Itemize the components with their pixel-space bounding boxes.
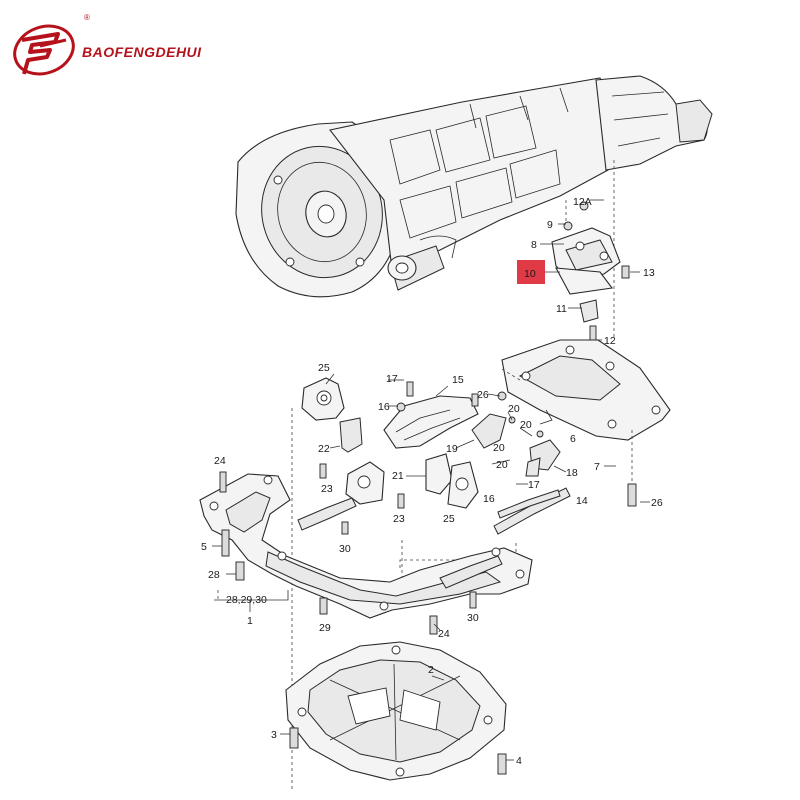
front-subframe [199, 471, 571, 635]
label-10: 10 [524, 268, 536, 280]
gearbox-crossmember [499, 339, 671, 507]
brand-name: BAOFENGDEHUI [82, 44, 202, 60]
callout-labels: 12A 9 8 10 13 11 12 25 17 15 26 16 20 22… [201, 196, 663, 767]
label-20-d: 20 [496, 459, 508, 471]
label-15: 15 [452, 374, 464, 386]
label-28-29-30: 28,29,30 [226, 594, 267, 606]
label-20-a: 20 [508, 403, 520, 415]
label-30-upper: 30 [339, 543, 351, 555]
label-17-lower: 17 [528, 479, 540, 491]
highlight-box-10 [517, 260, 545, 284]
label-1: 1 [247, 615, 253, 627]
label-22: 22 [318, 443, 330, 455]
label-24-upper: 24 [214, 455, 226, 467]
label-26-upper: 26 [477, 389, 489, 401]
label-17-upper: 17 [386, 373, 398, 385]
label-23-lower: 23 [393, 513, 405, 525]
label-2: 2 [428, 664, 434, 676]
registered-mark: ® [84, 13, 90, 22]
label-12: 12 [604, 335, 616, 347]
label-21: 21 [392, 470, 404, 482]
label-20-b: 20 [520, 419, 532, 431]
label-18: 18 [566, 467, 578, 479]
label-6: 6 [570, 433, 576, 445]
label-24-lower: 24 [438, 628, 450, 640]
label-3: 3 [271, 729, 277, 741]
label-29: 29 [319, 622, 331, 634]
label-16-lower: 16 [483, 493, 495, 505]
label-14: 14 [576, 495, 588, 507]
label-30-lower: 30 [467, 612, 479, 624]
label-28: 28 [208, 569, 220, 581]
label-25-upper: 25 [318, 362, 330, 374]
label-8: 8 [531, 239, 537, 251]
brand-logo: BF BAOFENGDEHUI ® [0, 0, 202, 76]
label-5: 5 [201, 541, 207, 553]
label-13: 13 [643, 267, 655, 279]
brand-logo-letters: BF [0, 0, 2, 1]
label-4: 4 [516, 755, 522, 767]
label-12a: 12A [573, 196, 592, 208]
engine-mount-brackets [301, 377, 561, 509]
label-26-lower: 26 [651, 497, 663, 509]
label-19: 19 [446, 443, 458, 455]
label-20-c: 20 [493, 442, 505, 454]
label-11: 11 [556, 303, 567, 315]
transmission-housing [235, 75, 713, 298]
transmission-mount-bracket [551, 201, 630, 341]
label-16-upper: 16 [378, 401, 390, 413]
label-9: 9 [547, 219, 553, 231]
underbody-brace [285, 641, 507, 781]
label-23-upper: 23 [321, 483, 333, 495]
label-7: 7 [594, 461, 600, 473]
label-25-lower: 25 [443, 513, 455, 525]
